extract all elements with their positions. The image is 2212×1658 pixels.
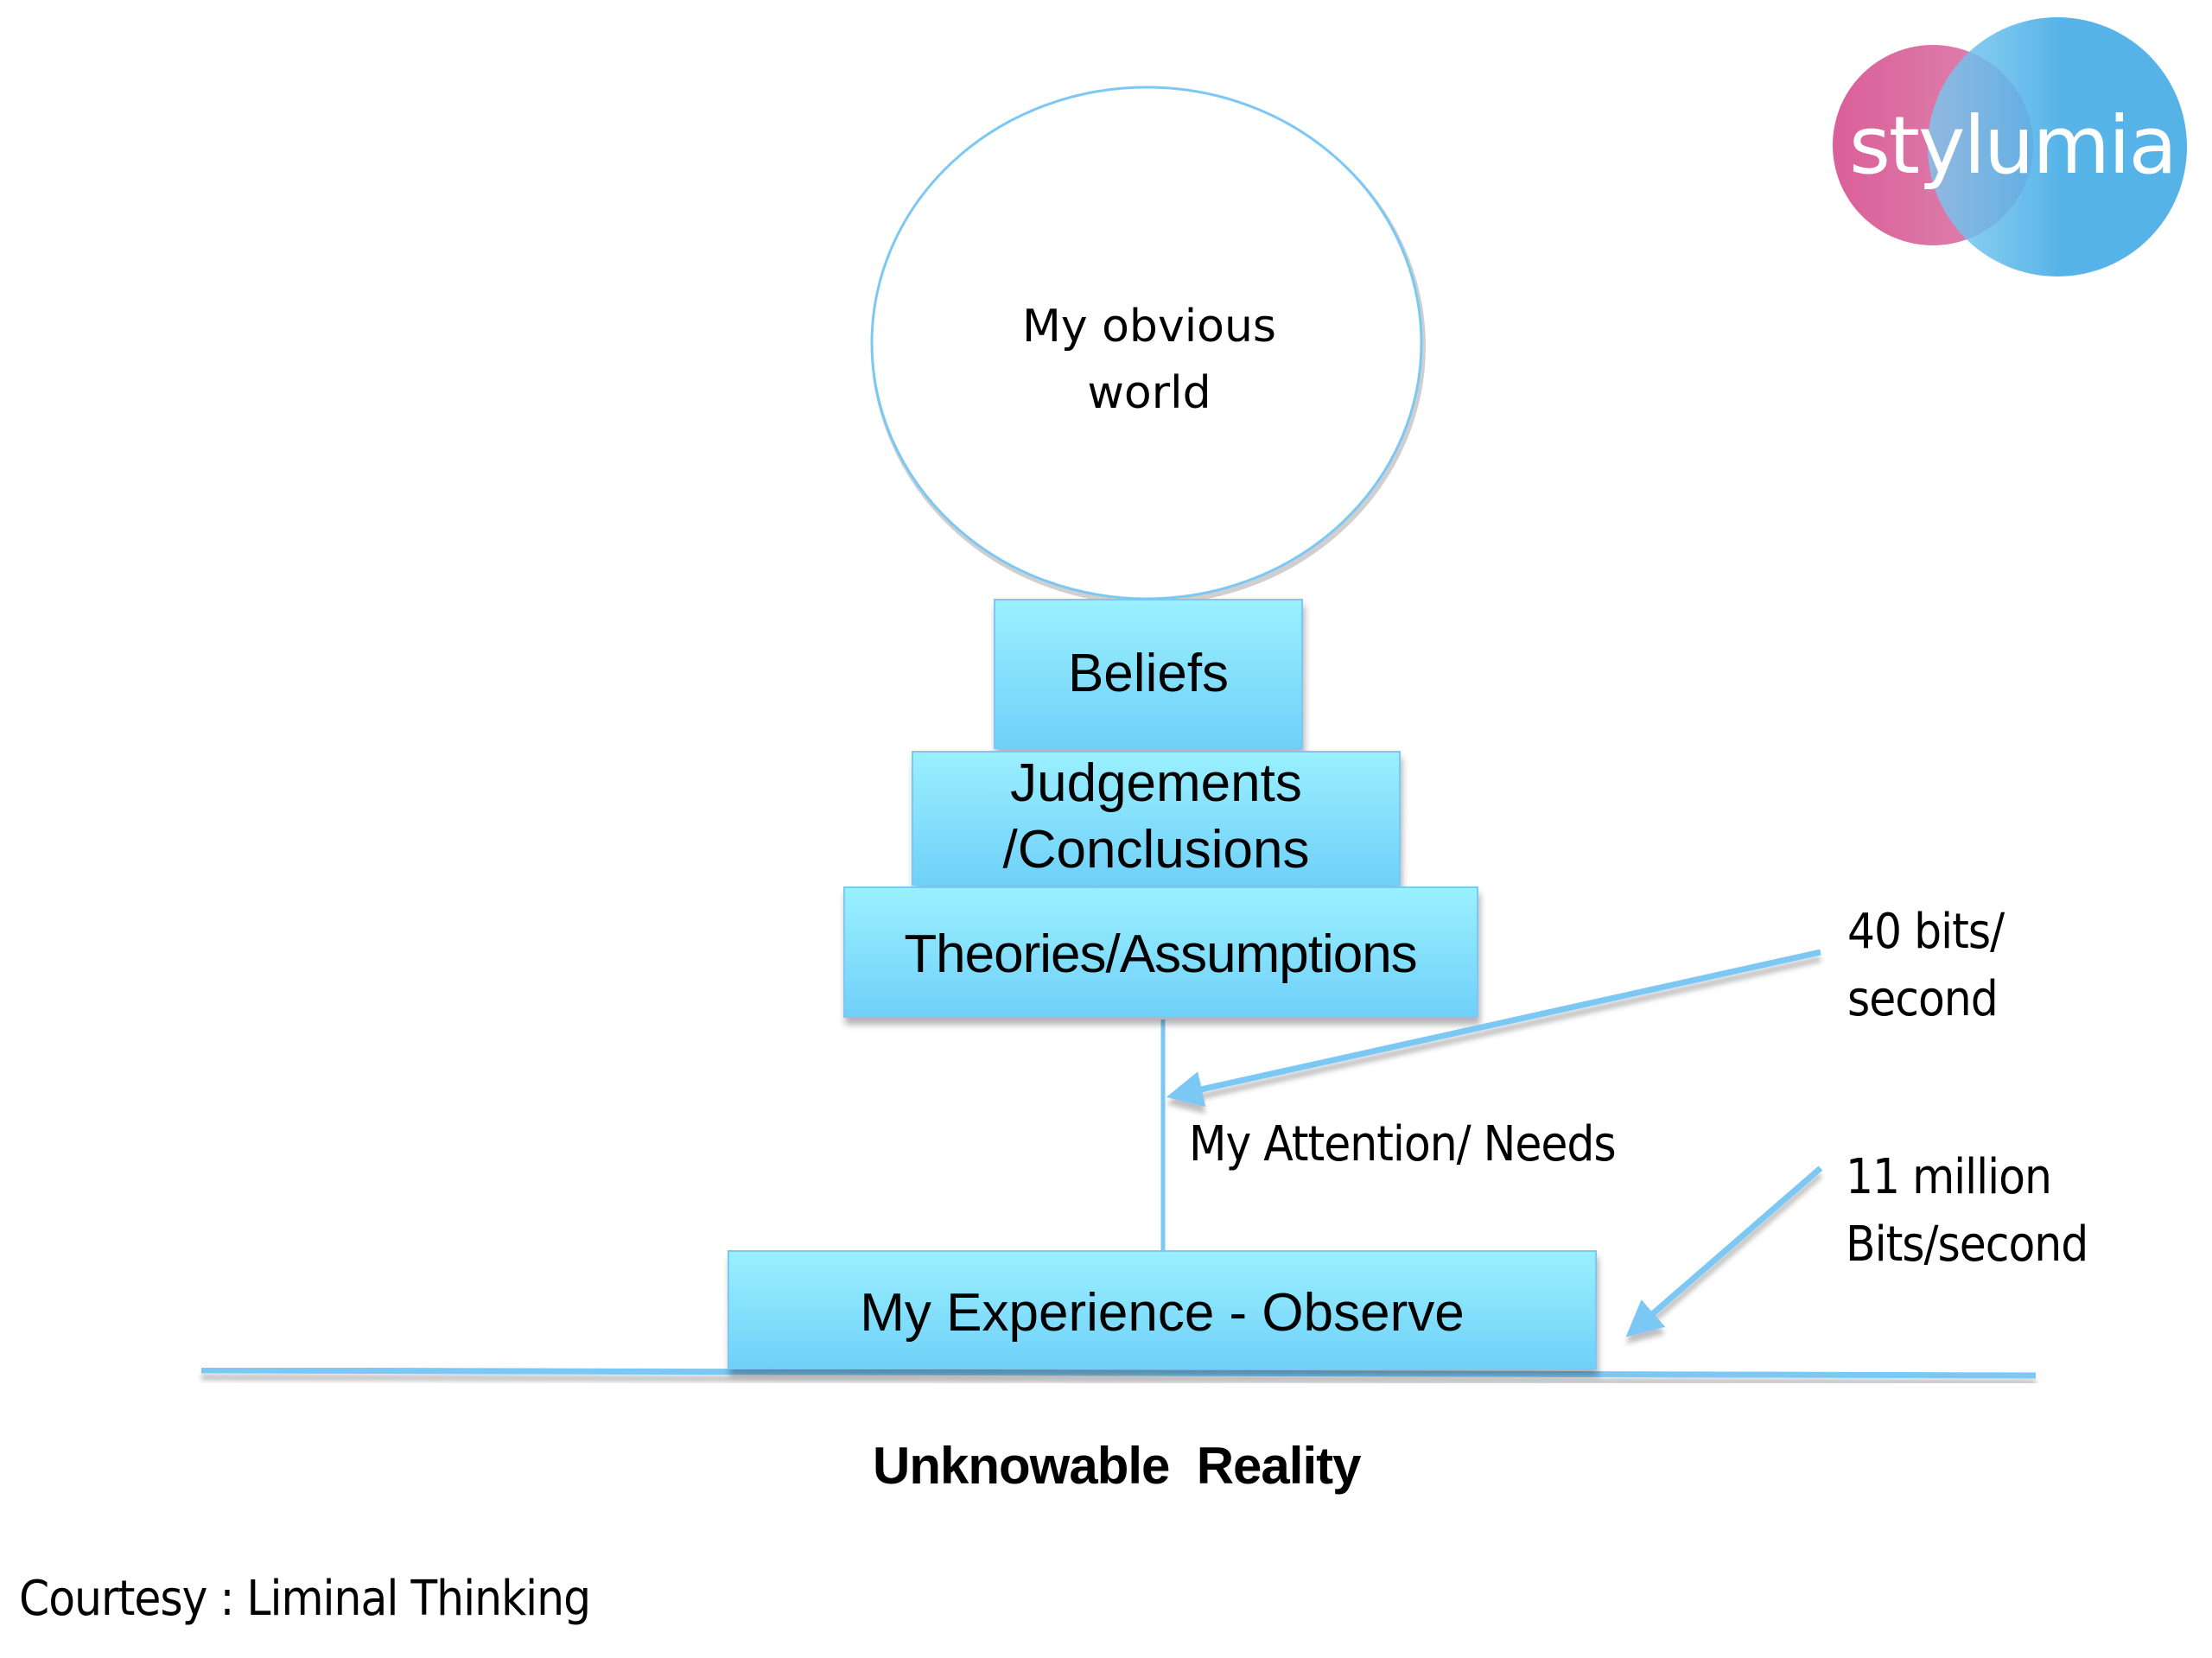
arrow-40-bits	[1166, 949, 1821, 1108]
stack-box-experience: My Experience - Observe	[728, 1250, 1597, 1369]
bits-40-line1: 40 bits/	[1847, 904, 2005, 960]
bits-11m-line1: 11 million	[1846, 1149, 2052, 1205]
stylumia-logo: stylumia	[1833, 17, 2187, 276]
experience-label: My Experience - Observe	[860, 1283, 1464, 1343]
circle-label-line1: My obvious	[1022, 301, 1276, 353]
arrow-11-million-bits	[1625, 1166, 1823, 1337]
bits-40-line2: second	[1847, 971, 1999, 1027]
judgements-label-line2: /Conclusions	[1003, 820, 1310, 880]
stack-box-theories: Theories/Assumptions	[843, 886, 1478, 1018]
circle-label-line2: world	[1087, 367, 1211, 419]
attention-needs-label: My Attention/ Needs	[1189, 1116, 1617, 1172]
reality-baseline	[200, 1367, 2037, 1379]
theories-label: Theories/Assumptions	[904, 924, 1416, 984]
obvious-world-circle: My obvious world	[870, 86, 1426, 605]
courtesy-credit: Courtesy : Liminal Thinking	[19, 1571, 591, 1627]
stack-box-beliefs: Beliefs	[994, 599, 1303, 749]
bits-40-label: 40 bits/ second	[1847, 899, 2005, 1033]
bits-11m-line2: Bits/second	[1846, 1217, 2088, 1273]
stack-box-judgements: Judgements /Conclusions	[912, 751, 1401, 886]
logo-text: stylumia	[1849, 99, 2176, 192]
beliefs-label: Beliefs	[1068, 644, 1229, 703]
judgements-label-line1: Judgements	[1010, 753, 1302, 813]
unknowable-reality-label: Unknowable Reality	[873, 1437, 1361, 1495]
logo-blue-circle	[1928, 17, 2187, 276]
bits-11m-label: 11 million Bits/second	[1846, 1144, 2088, 1279]
